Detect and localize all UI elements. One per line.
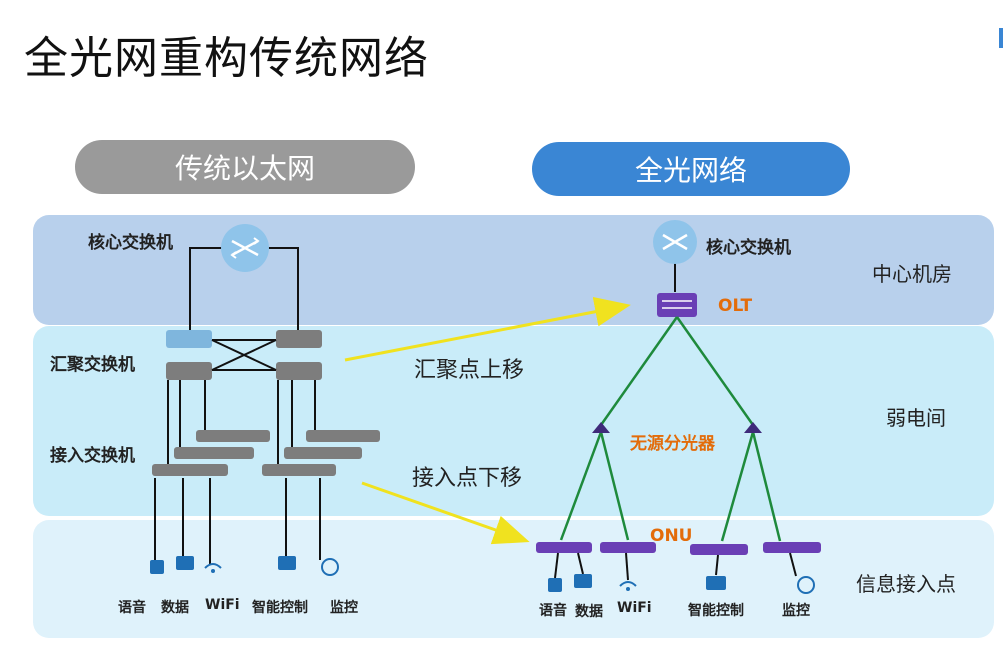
weak-current-band [33,326,994,516]
splitter-label: 无源分光器 [630,434,715,454]
right-device-smart-control: 智能控制 [688,603,744,619]
migration-arrows [344,296,631,545]
left-device-smart-control: 智能控制 [252,600,308,616]
zone-center-room: 中心机房 [872,262,952,286]
edge-marker [999,28,1003,48]
center-room-band [33,215,994,325]
right-device-voice: 语音 [539,603,567,619]
all-optical-header: 全光网络 [532,142,850,196]
right-core-switch-icon [653,220,697,264]
left-device-icons [150,556,339,576]
olt-label: OLT [718,296,753,316]
access-switch-label: 接入交换机 [50,446,135,466]
onu-device-links [554,552,797,581]
olt-icon [657,293,697,317]
right-device-monitor: 监控 [782,603,810,619]
right-device-data: 数据 [575,604,603,620]
aggregation-switch-label: 汇聚交换机 [50,355,135,375]
page-title: 全光网重构传统网络 [24,33,429,84]
left-device-voice: 语音 [118,600,146,616]
onu-label: ONU [650,526,693,546]
aggregation-up-label: 汇聚点上移 [414,358,525,383]
fiber-links [559,316,782,542]
traditional-ethernet-header: 传统以太网 [75,140,415,194]
left-access-links [154,380,321,565]
right-device-icons [548,574,815,594]
right-device-wifi: WiFi [617,600,652,616]
zone-access-point: 信息接入点 [856,572,956,596]
left-device-data: 数据 [161,600,189,616]
access-down-label: 接入点下移 [412,466,523,491]
splitter-icons [592,422,762,433]
onu-icons [536,542,821,555]
right-core-switch-label: 核心交换机 [706,238,791,258]
left-core-links [189,247,299,335]
zone-weak-current: 弱电间 [886,406,946,430]
left-aggregation-switches [166,330,322,380]
left-device-monitor: 监控 [330,600,358,616]
left-device-wifi: WiFi [205,597,240,613]
left-access-switches [152,430,380,476]
left-core-switch-icon [221,224,269,272]
left-core-switch-label: 核心交换机 [88,233,173,253]
